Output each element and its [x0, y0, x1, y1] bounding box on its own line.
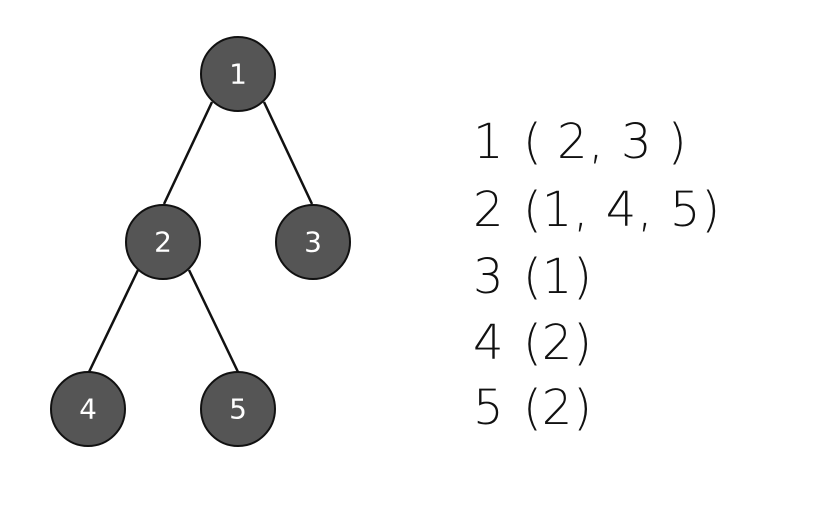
edge-2-5 [187, 269, 240, 373]
adjacency-node: 5 [473, 380, 504, 436]
node-label-1: 1 [229, 58, 247, 91]
node-label-3: 3 [304, 226, 322, 259]
edge-1-3 [262, 101, 314, 205]
open-bracket: ( [523, 249, 542, 305]
adjacency-node: 3 [473, 249, 504, 305]
node-label-5: 5 [229, 393, 247, 426]
node-label-4: 4 [79, 393, 97, 426]
adjacency-row-1: 1 ( 2, 3 ) [473, 111, 687, 173]
node-1: 1 [200, 36, 276, 112]
edge-1-2 [162, 101, 214, 205]
adjacency-neighbors: 2, 3 [557, 114, 653, 170]
close-bracket: ) [573, 315, 593, 371]
node-label-2: 2 [154, 226, 172, 259]
adjacency-neighbors: 1 [541, 249, 574, 305]
close-bracket: ) [573, 380, 593, 436]
adjacency-neighbors: 2 [541, 380, 574, 436]
adjacency-row-4: 4 (2) [473, 312, 592, 374]
adjacency-neighbors: 1, 4, 5 [541, 182, 702, 238]
adjacency-neighbors: 2 [541, 315, 574, 371]
close-bracket: ) [701, 182, 721, 238]
close-bracket: ) [667, 114, 687, 170]
node-5: 5 [200, 371, 276, 447]
adjacency-node: 1 [473, 114, 504, 170]
open-bracket: ( [523, 114, 542, 170]
adjacency-node: 4 [473, 315, 504, 371]
node-3: 3 [275, 204, 351, 280]
adjacency-node: 2 [473, 182, 504, 238]
close-bracket: ) [573, 249, 593, 305]
adjacency-row-2: 2 (1, 4, 5) [473, 179, 720, 241]
open-bracket: ( [523, 182, 542, 238]
node-4: 4 [50, 371, 126, 447]
open-bracket: ( [523, 380, 542, 436]
adjacency-row-5: 5 (2) [473, 377, 592, 439]
adjacency-row-3: 3 (1) [473, 246, 592, 308]
node-2: 2 [125, 204, 201, 280]
open-bracket: ( [523, 315, 542, 371]
edge-2-4 [87, 269, 140, 373]
